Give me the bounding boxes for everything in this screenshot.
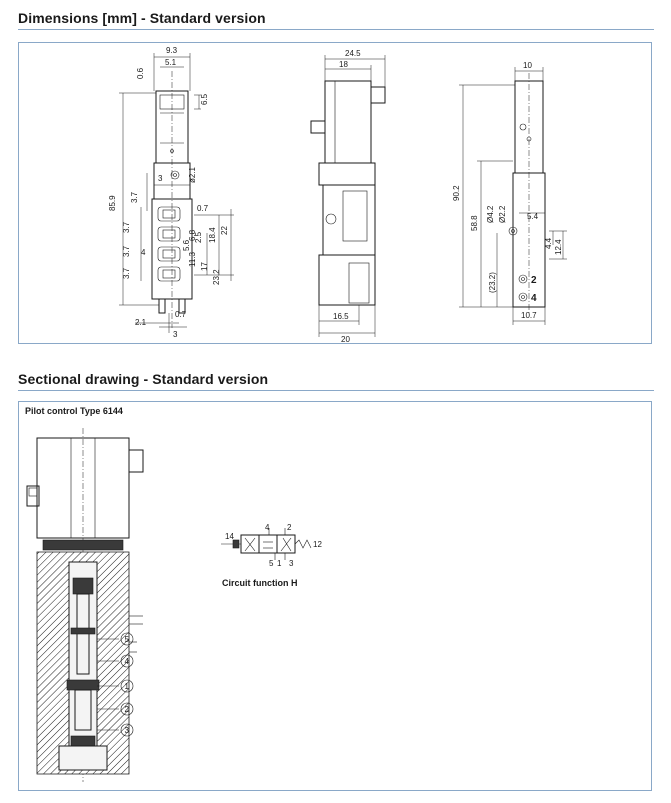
front-view: 9.3 5.1 0.6 6.5 85.9 3 ø2.1 3.7 0.7 2.5 … [108,46,234,339]
side-upper-body [318,162,376,186]
dim-10: 10 [523,61,532,70]
dim-6-5: 6.5 [200,93,209,105]
dim-2-1: 2.1 [135,318,147,327]
circuit-port-1: 1 [277,559,282,568]
dim-11-3: 11.3 [188,251,197,267]
dim-22: 22 [220,226,229,235]
dim-4: 4 [141,248,146,257]
callout-5-circle [120,632,134,646]
callout-2-circle [120,702,134,716]
dim-0-7-a: 0.7 [197,204,209,213]
dim-5-4: 5.4 [527,212,539,221]
dim-5-6: 5.6 [182,239,191,251]
callout-4: 4 [125,657,130,666]
circuit-label: Circuit function H [222,578,298,588]
port-4-label: 4 [531,293,537,304]
sectional-rule [18,390,654,391]
dim-16-5: 16.5 [333,312,349,321]
pilot-label: Pilot control Type 6144 [25,406,123,416]
dim-58-8: 58.8 [470,215,479,231]
sectional-drawing: 5 4 1 2 3 14 12 4 2 [26,428,322,782]
dimensions-rule [18,29,654,30]
dim-2-5: 2.5 [194,231,203,243]
right-view: 10 90.2 58.8 Ø4.2 Ø2.2 5.4 4.4 12.4 (23.… [452,61,567,325]
dim-3-7-b: 3.7 [122,221,131,233]
port-2-label: 2 [531,275,537,286]
dim-10-7: 10.7 [521,311,537,320]
dim-3-7-c: 3.7 [122,245,131,257]
right-coil-outline [514,80,544,174]
dim-90-2: 90.2 [452,185,461,201]
callout-5: 5 [125,635,130,644]
dim-ø2-2: Ø2.2 [498,205,507,223]
dim-6-8: 6.8 [188,229,197,241]
dim-3-7-d: 3.7 [122,267,131,279]
dimensions-title: Dimensions [mm] - Standard version [18,10,266,26]
dim-5-1: 5.1 [165,58,177,67]
side-coil-outline [324,80,372,164]
callout-3: 3 [125,726,130,735]
callout-4-circle [120,654,134,668]
dim-3: 3 [158,174,163,183]
section-band [42,539,124,551]
dim-18-4: 18.4 [208,227,217,243]
dim-24-5: 24.5 [345,49,361,58]
callouts: 5 4 1 2 3 [97,632,134,737]
section-body [36,551,143,775]
dim-3-7-a: 3.7 [130,191,139,203]
callout-1-circle [120,679,134,693]
circuit-port-3: 3 [289,559,294,568]
dim-3-b: 3 [173,330,178,339]
callout-3-circle [120,723,134,737]
sectional-title: Sectional drawing - Standard version [18,371,269,387]
side-lower-body [318,254,376,306]
dim-4-4: 4.4 [544,237,553,249]
dim-ø4-2: Ø4.2 [486,205,495,223]
circuit-port-12: 12 [313,540,322,549]
dim-0-7-b: 0.7 [175,310,187,319]
dim-20: 20 [341,335,350,344]
dim-17: 17 [200,262,209,271]
dim-18: 18 [339,60,348,69]
circuit-port-4: 4 [265,523,270,532]
dimensions-drawing: 9.3 5.1 0.6 6.5 85.9 3 ø2.1 3.7 0.7 2.5 … [108,46,567,344]
callout-2: 2 [125,705,130,714]
sectional-panel: Pilot control Type 6144 Circuit function… [18,401,652,791]
dim-23-2: 23.2 [212,269,221,285]
circuit-port-14: 14 [225,532,234,541]
dim-ø2-1: ø2.1 [188,166,197,183]
dim-23-2-paren: (23.2) [488,272,497,293]
dimensions-panel: 9.3 5.1 0.6 6.5 85.9 3 ø2.1 3.7 0.7 2.5 … [18,42,652,344]
dim-85-9: 85.9 [108,195,117,211]
circuit-port-5: 5 [269,559,274,568]
side-view: 24.5 18 16.5 20 [310,49,386,344]
callout-1: 1 [125,682,130,691]
dim-12-4: 12.4 [554,239,563,255]
circuit-port-2: 2 [287,523,292,532]
dim-9-3: 9.3 [166,46,178,55]
circuit-symbol: 14 12 4 2 5 1 3 [221,523,322,568]
dim-0-6: 0.6 [136,67,145,79]
